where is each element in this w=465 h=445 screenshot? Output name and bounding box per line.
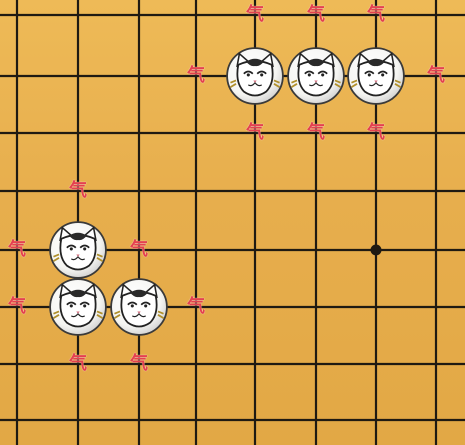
liberty-marker[interactable]: 气 [0,296,34,318]
liberty-marker[interactable]: 气 [61,353,95,375]
liberty-marker[interactable]: 气 [359,122,393,144]
liberty-marker[interactable]: 气 [299,122,333,144]
white-cat-stone-icon[interactable] [348,48,404,104]
liberty-marker[interactable]: 气 [419,65,453,87]
liberty-marker[interactable]: 气 [179,65,213,87]
star-point [371,245,382,256]
liberty-marker[interactable]: 气 [238,4,272,26]
white-cat-stone-icon[interactable] [111,279,167,335]
liberty-marker[interactable]: 气 [238,122,272,144]
white-cat-stone-icon[interactable] [288,48,344,104]
white-cat-stone-icon[interactable] [50,222,106,278]
liberty-marker[interactable]: 气 [299,4,333,26]
liberty-marker[interactable]: 气 [0,239,34,261]
white-cat-stone-icon[interactable] [50,279,106,335]
liberty-marker[interactable]: 气 [122,353,156,375]
liberty-marker[interactable]: 气 [122,239,156,261]
white-cat-stone-icon[interactable] [227,48,283,104]
liberty-marker[interactable]: 气 [359,4,393,26]
liberty-marker[interactable]: 气 [61,180,95,202]
liberty-marker[interactable]: 气 [179,296,213,318]
